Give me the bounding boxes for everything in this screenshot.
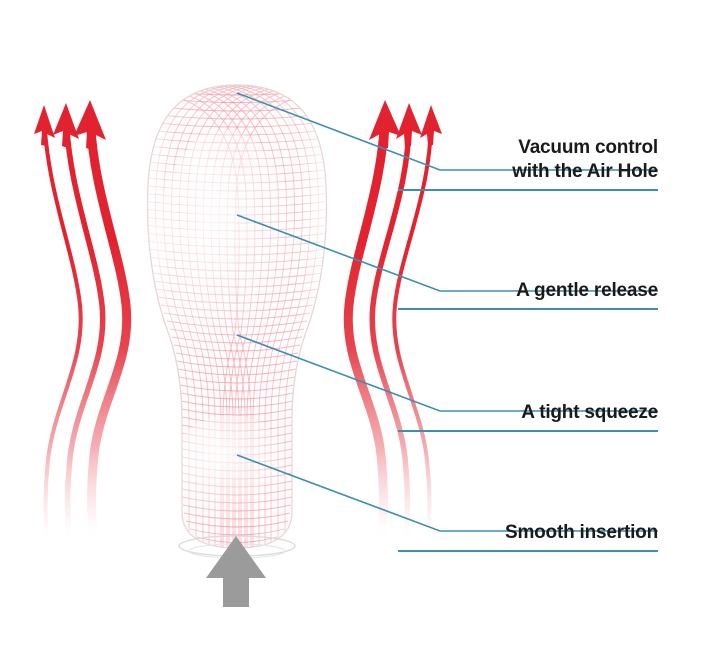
callout-vacuum-control: Vacuum control with the Air Hole — [398, 112, 658, 215]
insertion-arrow-bottom — [206, 536, 266, 607]
airflow-arrowheads-right — [369, 100, 442, 150]
airflow-streams-right — [343, 107, 434, 546]
leader-line-smooth-insertion — [236, 454, 658, 532]
airflow-arrowheads-left — [34, 100, 106, 150]
leader-line-vacuum-control — [236, 92, 658, 171]
callout-smooth-insertion: Smooth insertion — [398, 497, 658, 576]
callout-label-gentle-release: A gentle release — [516, 280, 658, 301]
airflow-streams-left — [42, 107, 132, 546]
callout-label-smooth-insertion: Smooth insertion — [504, 522, 658, 543]
callout-label-tight-squeeze: A tight squeeze — [521, 402, 658, 423]
leader-lines — [236, 92, 658, 532]
callout-underline-gentle-release — [398, 308, 658, 310]
callout-tight-squeeze: A tight squeeze — [398, 377, 658, 456]
callout-gentle-release: A gentle release — [398, 255, 658, 334]
callout-label-vacuum-control: Vacuum control with the Air Hole — [512, 137, 658, 182]
callout-underline-tight-squeeze — [398, 430, 658, 432]
leader-line-gentle-release — [236, 214, 658, 292]
leader-line-tight-squeeze — [236, 334, 658, 412]
callout-underline-vacuum-control — [398, 189, 658, 191]
cup-body — [146, 84, 328, 559]
callout-underline-smooth-insertion — [398, 550, 658, 552]
